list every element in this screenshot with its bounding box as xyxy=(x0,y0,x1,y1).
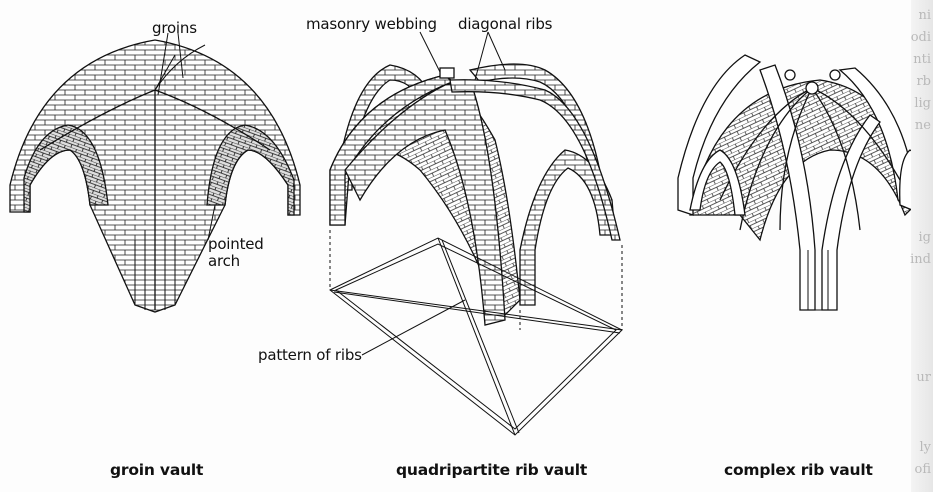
edge-fragment: nti xyxy=(913,52,931,67)
edge-fragment: ind xyxy=(910,252,931,267)
quadripartite-vault-drawing xyxy=(329,31,623,436)
label-groins: groins xyxy=(152,19,197,37)
edge-fragment: odi xyxy=(910,30,931,45)
page-edge: ni odi nti rb lig ne ig ind ur ly ofi xyxy=(910,0,933,492)
caption-complex-rib-vault: complex rib vault xyxy=(724,461,873,479)
complex-vault-drawing xyxy=(677,54,921,311)
edge-fragment: lig xyxy=(914,96,931,111)
label-pattern-of-ribs: pattern of ribs xyxy=(258,346,362,364)
groin-vault-drawing xyxy=(9,32,301,313)
caption-quadripartite-rib-vault: quadripartite rib vault xyxy=(396,461,588,479)
edge-fragment: ur xyxy=(916,370,931,385)
edge-fragment: ly xyxy=(919,440,931,455)
label-diagonal-ribs: diagonal ribs xyxy=(458,15,553,33)
label-masonry-webbing: masonry webbing xyxy=(306,15,437,33)
label-pointed-arch: pointed arch xyxy=(208,235,264,270)
edge-fragment: ofi xyxy=(914,462,932,477)
caption-groin-vault: groin vault xyxy=(110,461,204,479)
edge-fragment: rb xyxy=(916,74,931,89)
rib-pattern-plan xyxy=(329,237,623,436)
edge-fragment: ne xyxy=(914,118,931,133)
edge-fragment: ig xyxy=(918,230,931,245)
edge-fragment: ni xyxy=(918,8,931,23)
